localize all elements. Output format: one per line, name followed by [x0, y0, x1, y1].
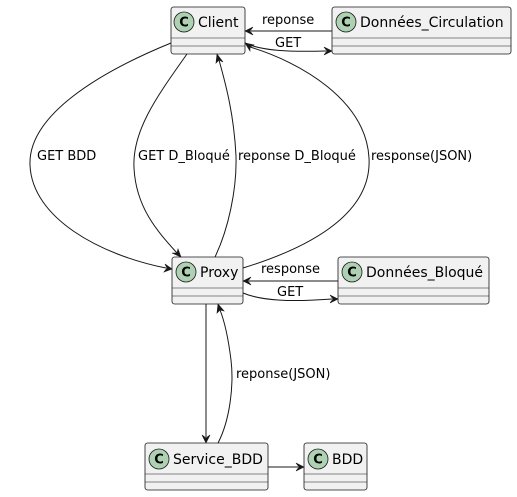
edge-client-to-proxy-get-dbloque: GET D_Bloqué: [133, 53, 230, 258]
class-stereotype-letter: C: [341, 16, 351, 31]
edge-label: reponse D_Bloqué: [238, 149, 356, 164]
arrowhead: [323, 46, 333, 56]
class-name: BDD: [332, 452, 363, 468]
arrowhead: [201, 434, 211, 444]
class-stereotype-letter: C: [347, 266, 357, 281]
arrowhead: [329, 294, 339, 304]
class-proxy[interactable]: C Proxy: [171, 256, 244, 305]
edge-label: GET: [275, 36, 301, 51]
class-stereotype-icon: [173, 11, 195, 33]
arrowhead: [295, 462, 305, 472]
class-stereotype-icon: [148, 448, 170, 470]
class-name: Proxy: [200, 265, 238, 281]
edge-circulation-to-client: reponse: [244, 13, 332, 36]
edge-label: reponse(JSON): [236, 367, 330, 382]
edge-service-to-proxy: reponse(JSON): [216, 303, 330, 444]
edge-service-to-bdd: [268, 462, 305, 472]
edge-label: response: [261, 262, 320, 277]
class-stereotype-letter: C: [181, 266, 191, 281]
class-name: Client: [198, 15, 239, 31]
edge-proxy-to-bloque: GET: [242, 285, 339, 304]
class-stereotype-letter: C: [313, 453, 323, 468]
arrowhead: [215, 53, 224, 64]
class-stereotype-letter: C: [179, 16, 189, 31]
edge-label: GET D_Bloqué: [138, 149, 230, 164]
arrowhead: [242, 276, 252, 286]
class-name: Données_Bloqué: [366, 265, 483, 281]
edge-label: response(JSON): [371, 149, 472, 164]
class-service-bdd[interactable]: C Service_BDD: [144, 442, 269, 491]
class-stereotype-icon: [335, 11, 357, 33]
arrowhead: [163, 263, 173, 273]
arrowhead: [244, 26, 254, 36]
arrowhead: [216, 303, 225, 314]
class-name: Données_Circulation: [360, 15, 504, 31]
class-stereotype-icon: [175, 261, 197, 283]
edge-client-to-proxy-get-bdd: GET BDD: [29, 42, 173, 273]
edge-proxy-to-service: [201, 304, 211, 444]
class-donnees-circulation[interactable]: C Données_Circulation: [331, 6, 512, 55]
class-client[interactable]: C Client: [170, 6, 246, 55]
edge-label: GET: [277, 285, 303, 300]
arrowhead: [244, 42, 255, 53]
class-name: Service_BDD: [173, 452, 263, 468]
edge-proxy-to-client-reponse-dbloque: reponse D_Bloqué: [214, 53, 356, 258]
class-stereotype-icon: [307, 448, 329, 470]
class-stereotype-icon: [341, 261, 363, 283]
edge-client-to-circulation: GET: [244, 36, 333, 56]
edge-label: reponse: [262, 13, 314, 28]
class-bdd[interactable]: C BDD: [303, 442, 368, 491]
edge-proxy-to-client-response-json: response(JSON): [242, 42, 472, 269]
edge-label: GET BDD: [37, 149, 96, 164]
edge-bloque-to-proxy: response: [242, 262, 338, 286]
arrowhead: [171, 247, 182, 258]
class-donnees-bloque[interactable]: C Données_Bloqué: [337, 256, 490, 305]
class-stereotype-letter: C: [154, 453, 164, 468]
